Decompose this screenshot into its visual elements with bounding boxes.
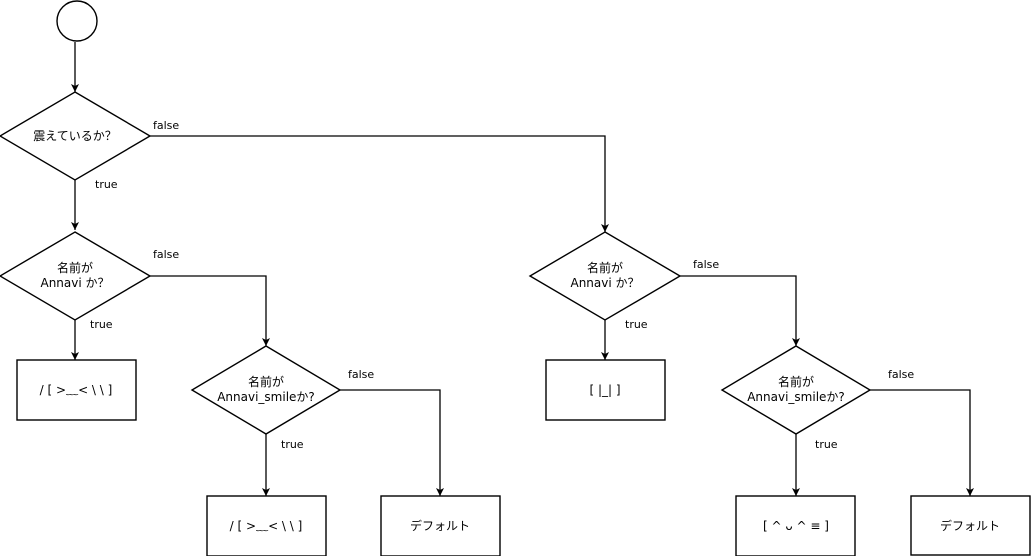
edge-d2-false	[150, 275, 270, 346]
result-shy-smile-label: / [ >﹏< \ \ ]	[230, 519, 303, 533]
edge-labels: false true false true false true false t…	[90, 119, 914, 451]
result-shy-left-label: / [ >﹏< \ \ ]	[40, 383, 113, 397]
result-default-right-label: デフォルト	[940, 518, 1000, 533]
decision-name-annavi-right-line1: 名前が	[587, 260, 623, 275]
edge-d5-false	[870, 389, 974, 496]
decision-name-smile-right: 名前が Annavi_smileか?	[720, 345, 872, 435]
decision-name-smile-left-line1: 名前が	[248, 374, 284, 389]
label-d5-false: false	[888, 368, 914, 381]
decision-name-smile-right-line2: Annavi_smileか?	[747, 390, 845, 404]
label-d2-true: true	[90, 318, 113, 331]
result-neutral: [ |_| ]	[545, 359, 666, 421]
label-d3-true: true	[281, 438, 304, 451]
edge-d4-false	[680, 275, 800, 346]
edge-d3-false	[340, 389, 444, 496]
label-d2-false: false	[153, 248, 179, 261]
result-shy-smile: / [ >﹏< \ \ ]	[206, 495, 327, 556]
decision-name-annavi-left-line2: Annavi か？	[40, 276, 109, 290]
edges	[71, 42, 974, 496]
start-node	[56, 0, 98, 42]
label-d1-false: false	[153, 119, 179, 132]
result-default-left: デフォルト	[380, 495, 501, 556]
result-shy-left: / [ >﹏< \ \ ]	[16, 359, 137, 421]
decision-name-smile-right-line1: 名前が	[778, 374, 814, 389]
decision-name-annavi-right-line2: Annavi か？	[570, 276, 639, 290]
label-d3-false: false	[348, 368, 374, 381]
label-d1-true: true	[95, 178, 118, 191]
label-d4-false: false	[693, 258, 719, 271]
result-neutral-label: [ |_| ]	[589, 383, 620, 397]
decision-name-annavi-left-line1: 名前が	[57, 260, 93, 275]
edge-d1-false	[150, 135, 609, 232]
result-default-left-label: デフォルト	[410, 518, 470, 533]
label-d5-true: true	[815, 438, 838, 451]
decision-name-annavi-left: 名前が Annavi か？	[0, 231, 152, 321]
result-default-right: デフォルト	[910, 495, 1031, 556]
result-smile: [ ^ ᴗ ^ ≡ ]	[735, 495, 856, 556]
decision-name-smile-left-line2: Annavi_smileか?	[217, 390, 315, 404]
label-d4-true: true	[625, 318, 648, 331]
result-smile-label: [ ^ ᴗ ^ ≡ ]	[763, 519, 829, 533]
decision-name-smile-left: 名前が Annavi_smileか?	[190, 345, 342, 435]
decision-shaking-label: 震えているか？	[33, 129, 116, 143]
decision-name-annavi-right: 名前が Annavi か？	[528, 231, 682, 321]
decision-shaking: 震えているか？	[0, 91, 152, 181]
